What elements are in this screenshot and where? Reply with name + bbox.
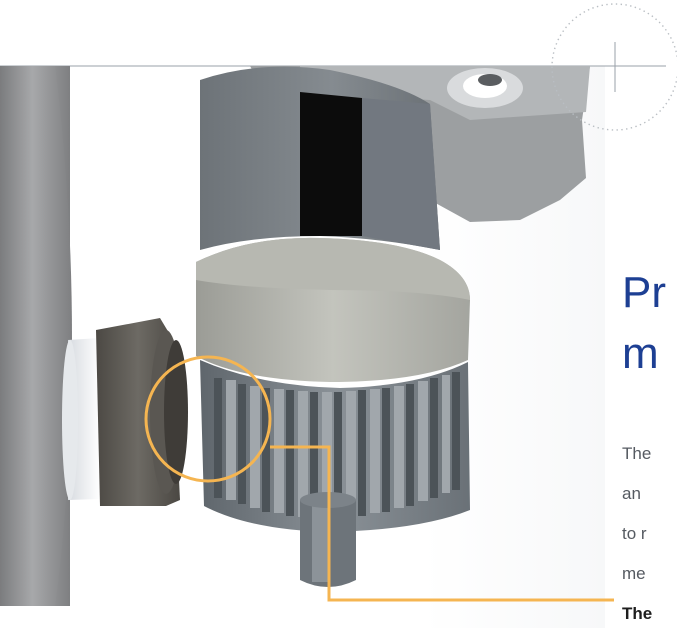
magnifier-callout-icon xyxy=(144,355,614,602)
body-line-2: an xyxy=(622,484,641,503)
body-line-3: to r xyxy=(622,524,647,543)
heading-line-2: m xyxy=(622,329,659,378)
section-heading: Pr m xyxy=(622,262,666,384)
heading-line-1: Pr xyxy=(622,268,666,317)
body-line-4: me xyxy=(622,564,646,583)
body-line-1: The xyxy=(622,444,652,463)
body-paragraph: The an to r me xyxy=(622,434,651,594)
dotted-circle-crosshair-icon xyxy=(551,3,677,131)
bold-lead-line: The xyxy=(622,604,653,623)
